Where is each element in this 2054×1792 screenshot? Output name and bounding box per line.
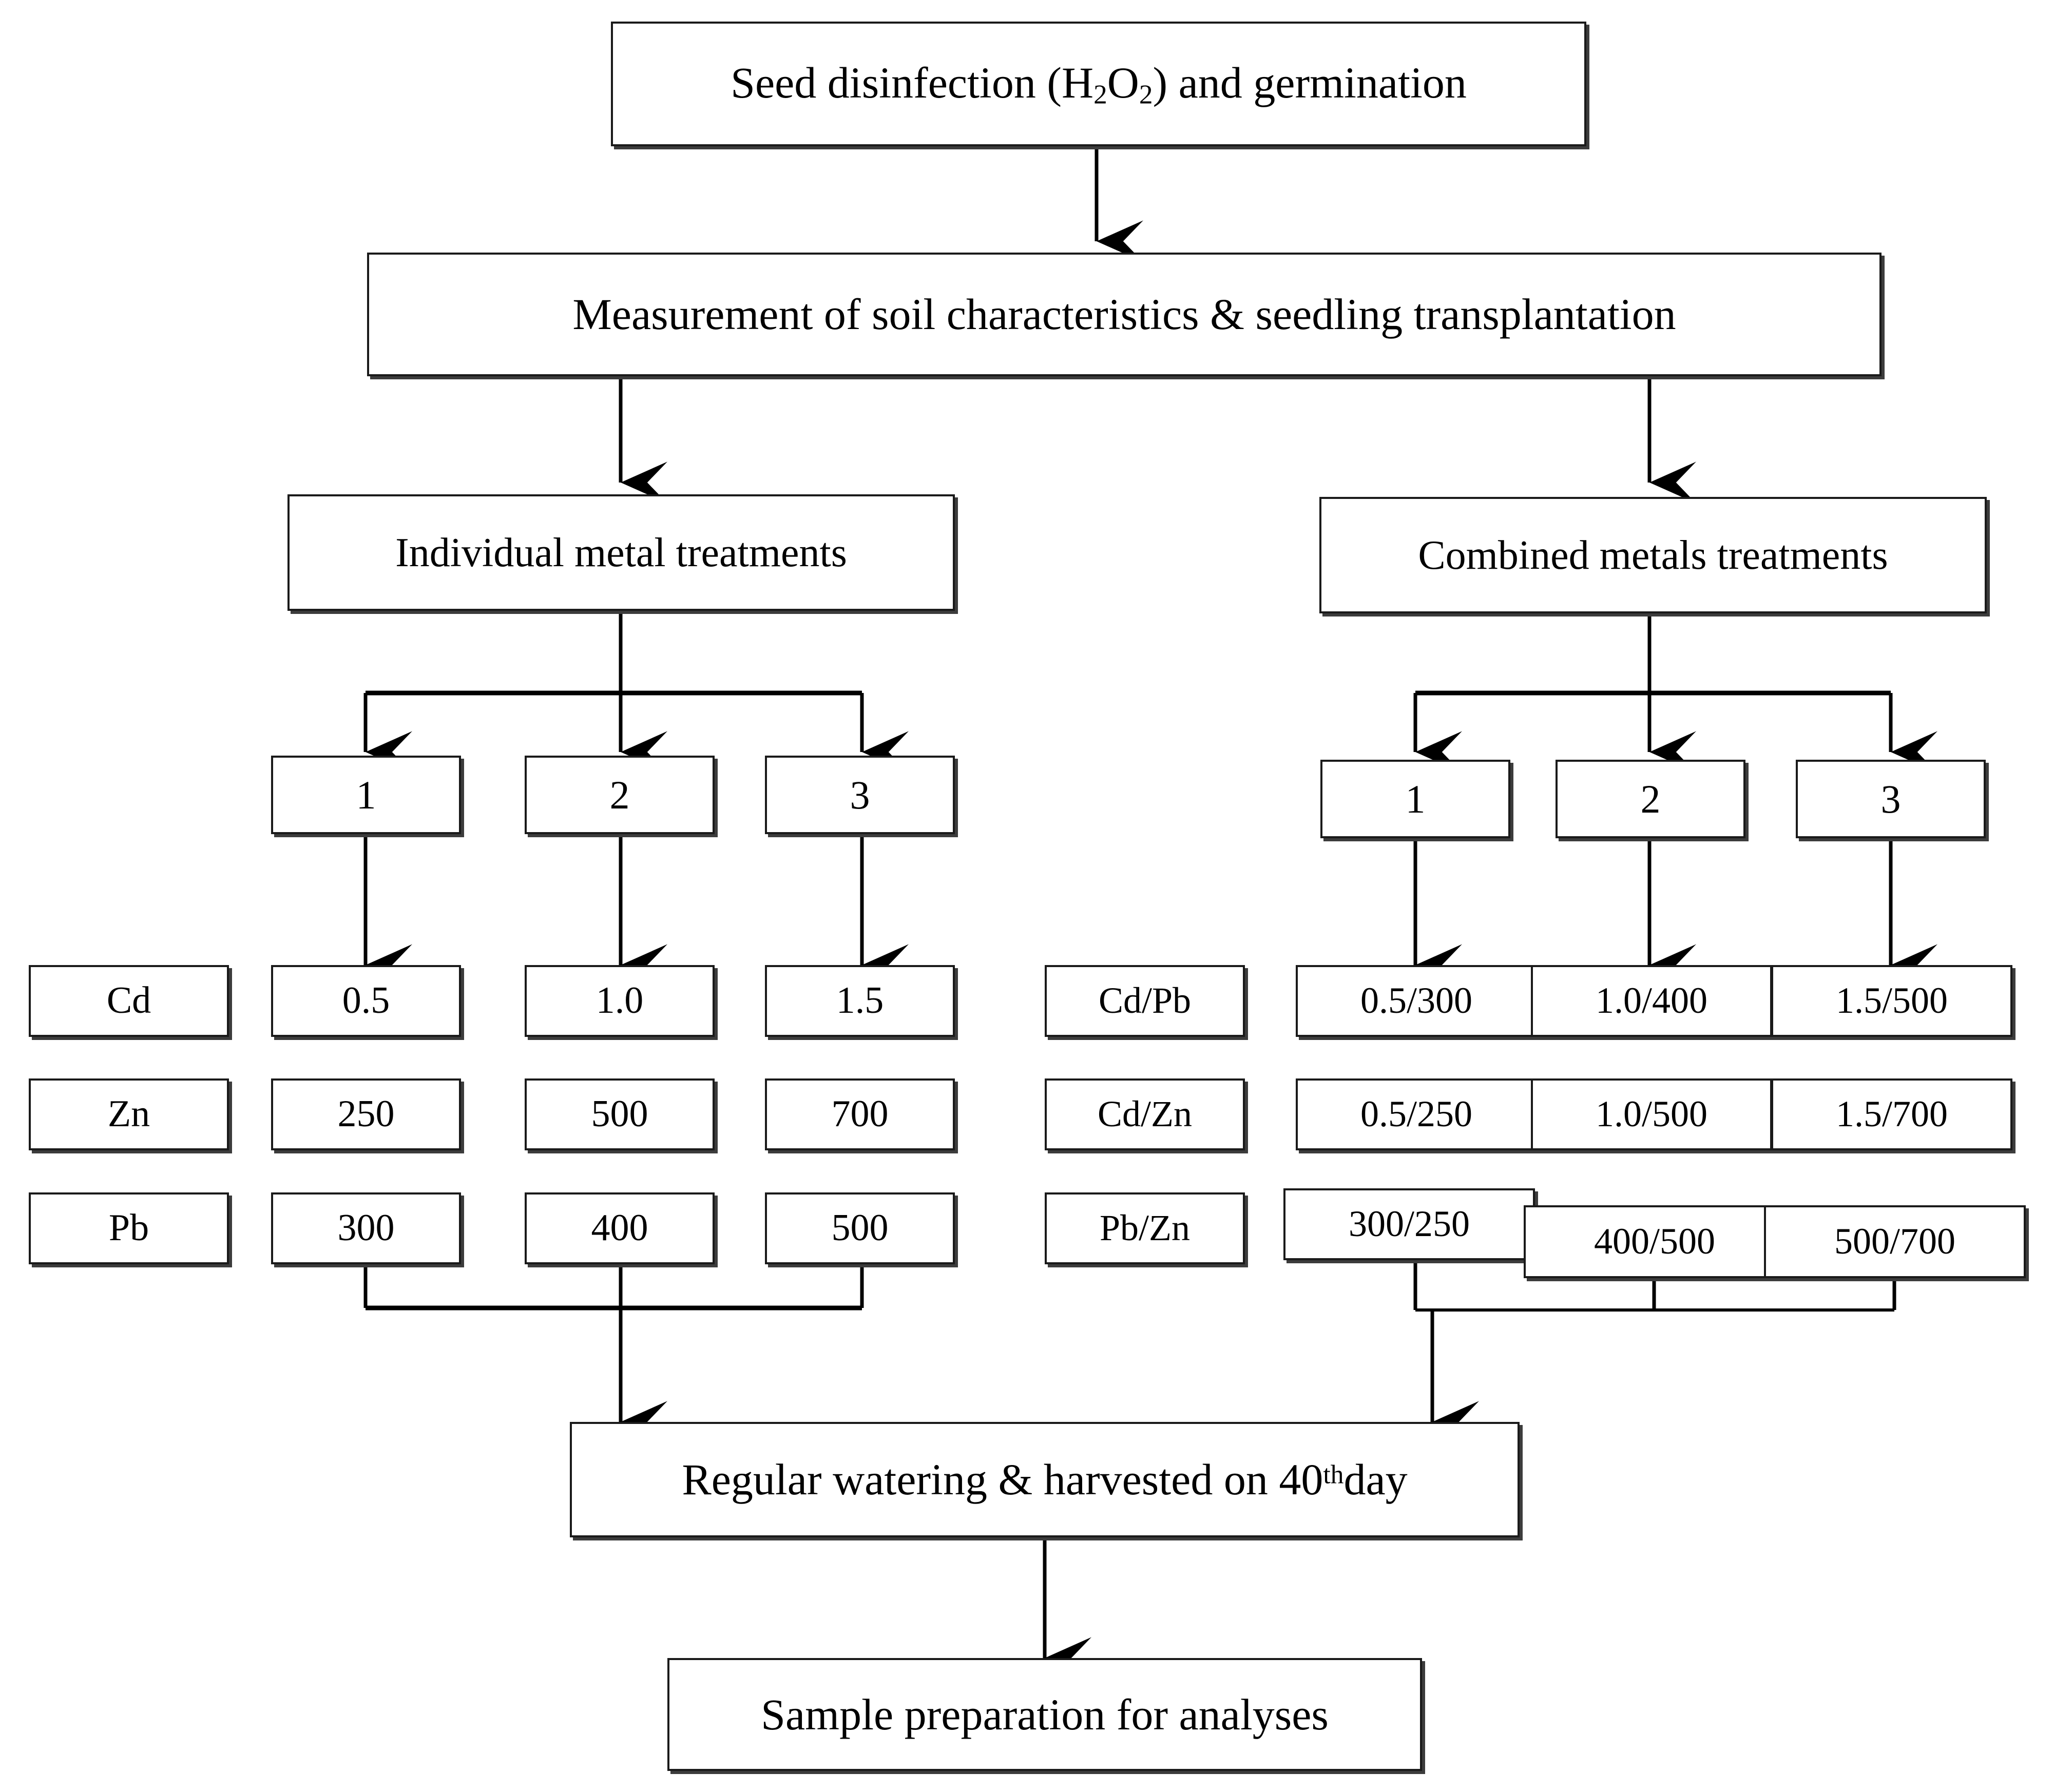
branch-header-combined[interactable]: Combined metals treatments — [1319, 497, 1987, 613]
row-label-individual-zn[interactable]: Zn — [29, 1078, 229, 1150]
value-cell-cdpb-level3[interactable]: 1.5/500 — [1771, 965, 2012, 1037]
level-box-individual-1[interactable]: 1 — [271, 756, 461, 834]
value-cell-pb-level2-text: 400 — [591, 1207, 648, 1249]
row-label-combined-pbzn-text: Pb/Zn — [1099, 1207, 1191, 1249]
value-cell-cd-level3-text: 1.5 — [836, 979, 884, 1022]
value-cell-cdpb-level1-text: 0.5/300 — [1360, 980, 1472, 1022]
row-label-individual-pb-text: Pb — [108, 1207, 149, 1249]
row-label-combined-cdpb[interactable]: Cd/Pb — [1045, 965, 1245, 1037]
value-cell-cdzn-level1[interactable]: 0.5/250 — [1296, 1078, 1537, 1150]
value-cell-cdpb-level3-text: 1.5/500 — [1835, 980, 1948, 1022]
value-cell-pb-level1-text: 300 — [337, 1207, 395, 1249]
value-cell-pbzn-level2[interactable]: 400/500 — [1524, 1205, 1786, 1278]
level-box-combined-2[interactable]: 2 — [1556, 760, 1745, 838]
value-cell-zn-level2-text: 500 — [591, 1093, 648, 1135]
row-label-combined-pbzn[interactable]: Pb/Zn — [1045, 1192, 1245, 1264]
value-cell-pb-level1[interactable]: 300 — [271, 1192, 461, 1264]
value-cell-pb-level3-text: 500 — [831, 1207, 889, 1249]
level-box-combined-1[interactable]: 1 — [1320, 760, 1510, 838]
value-cell-cdzn-level1-text: 0.5/250 — [1360, 1093, 1472, 1135]
stage-seed-disinfection[interactable]: Seed disinfection (H2O2) and germination — [611, 22, 1586, 146]
level-box-individual-3-label: 3 — [850, 772, 870, 817]
stage-sample-label: Sample preparation for analyses — [761, 1689, 1329, 1739]
row-label-individual-cd-text: Cd — [106, 979, 151, 1022]
stage-measurement-label: Measurement of soil characteristics & se… — [572, 290, 1676, 339]
value-cell-pb-level2[interactable]: 400 — [525, 1192, 715, 1264]
value-cell-zn-level3[interactable]: 700 — [765, 1078, 955, 1150]
level-box-individual-1-label: 1 — [356, 772, 376, 817]
value-cell-pbzn-level1[interactable]: 300/250 — [1283, 1188, 1535, 1260]
value-cell-cdzn-level2-text: 1.0/500 — [1595, 1093, 1707, 1135]
level-box-individual-2[interactable]: 2 — [525, 756, 715, 834]
stage-watering-label: Regular watering & harvested on 40th day — [682, 1455, 1408, 1505]
value-cell-cdzn-level2[interactable]: 1.0/500 — [1531, 1078, 1772, 1150]
value-cell-pbzn-level3-text: 500/700 — [1834, 1221, 1955, 1262]
level-box-combined-2-label: 2 — [1640, 776, 1661, 821]
row-label-individual-cd[interactable]: Cd — [29, 965, 229, 1037]
value-cell-cdpb-level1[interactable]: 0.5/300 — [1296, 965, 1537, 1037]
value-cell-pbzn-level2-text: 400/500 — [1594, 1221, 1715, 1262]
level-box-combined-1-label: 1 — [1405, 776, 1426, 821]
value-cell-cdzn-level3[interactable]: 1.5/700 — [1771, 1078, 2012, 1150]
row-label-combined-cdpb-text: Cd/Pb — [1098, 980, 1192, 1022]
level-box-combined-3-label: 3 — [1880, 776, 1901, 821]
level-box-combined-3[interactable]: 3 — [1796, 760, 1986, 838]
value-cell-cd-level2[interactable]: 1.0 — [525, 965, 715, 1037]
stage-watering-harvest[interactable]: Regular watering & harvested on 40th day — [570, 1422, 1520, 1537]
level-box-individual-3[interactable]: 3 — [765, 756, 955, 834]
row-label-individual-zn-text: Zn — [107, 1093, 150, 1135]
value-cell-zn-level1[interactable]: 250 — [271, 1078, 461, 1150]
row-label-combined-cdzn-text: Cd/Zn — [1097, 1093, 1192, 1135]
value-cell-pbzn-level3[interactable]: 500/700 — [1764, 1205, 2026, 1278]
branch-header-individual-label: Individual metal treatments — [395, 530, 847, 575]
level-box-individual-2-label: 2 — [609, 772, 630, 817]
value-cell-cdpb-level2[interactable]: 1.0/400 — [1531, 965, 1772, 1037]
value-cell-cd-level1-text: 0.5 — [342, 979, 390, 1022]
value-cell-cdpb-level2-text: 1.0/400 — [1595, 980, 1707, 1022]
value-cell-pb-level3[interactable]: 500 — [765, 1192, 955, 1264]
value-cell-zn-level3-text: 700 — [831, 1093, 889, 1135]
value-cell-cd-level3[interactable]: 1.5 — [765, 965, 955, 1037]
row-label-combined-cdzn[interactable]: Cd/Zn — [1045, 1078, 1245, 1150]
row-label-individual-pb[interactable]: Pb — [29, 1192, 229, 1264]
value-cell-cd-level1[interactable]: 0.5 — [271, 965, 461, 1037]
stage-measurement-transplantation[interactable]: Measurement of soil characteristics & se… — [367, 253, 1882, 376]
value-cell-pbzn-level1-text: 300/250 — [1348, 1203, 1470, 1245]
value-cell-zn-level1-text: 250 — [337, 1093, 395, 1135]
value-cell-cdzn-level3-text: 1.5/700 — [1835, 1093, 1948, 1135]
branch-header-combined-label: Combined metals treatments — [1418, 532, 1888, 578]
value-cell-zn-level2[interactable]: 500 — [525, 1078, 715, 1150]
branch-header-individual[interactable]: Individual metal treatments — [287, 494, 955, 611]
stage-seed-label: Seed disinfection (H2O2) and germination — [731, 57, 1467, 110]
value-cell-cd-level2-text: 1.0 — [596, 979, 644, 1022]
stage-sample-preparation[interactable]: Sample preparation for analyses — [667, 1658, 1422, 1771]
